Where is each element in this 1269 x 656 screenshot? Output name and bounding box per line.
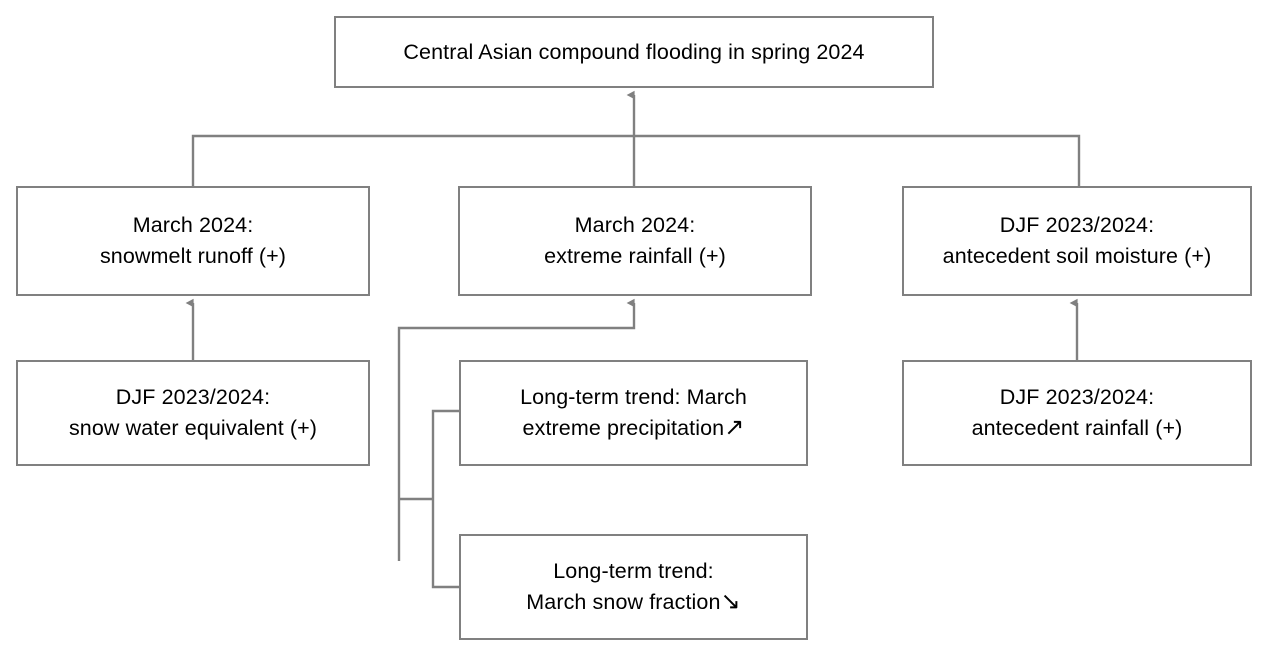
node-antecedent-rainfall-line1: DJF 2023/2024: bbox=[999, 385, 1155, 410]
node-extreme-rainfall[interactable]: March 2024: extreme rainfall (+) bbox=[458, 186, 812, 296]
node-trend-snow-fraction-line2: March snow fraction bbox=[526, 590, 721, 614]
node-snowmelt-runoff-label: March 2024: snowmelt runoff (+) bbox=[94, 210, 292, 271]
node-antecedent-rainfall-line2: antecedent rainfall (+) bbox=[971, 416, 1183, 440]
edge-bus-root bbox=[191, 90, 1081, 186]
node-antecedent-rainfall-label: DJF 2023/2024: antecedent rainfall (+) bbox=[966, 382, 1189, 443]
node-antecedent-soil-moisture-label: DJF 2023/2024: antecedent soil moisture (… bbox=[937, 210, 1218, 271]
node-antecedent-rainfall[interactable]: DJF 2023/2024: antecedent rainfall (+) bbox=[902, 360, 1252, 466]
node-snowmelt-runoff-line1: March 2024: bbox=[132, 213, 254, 238]
node-snowmelt-runoff-line2: snowmelt runoff (+) bbox=[99, 244, 287, 268]
node-snow-water-equivalent[interactable]: DJF 2023/2024: snow water equivalent (+) bbox=[16, 360, 370, 466]
node-root-label: Central Asian compound flooding in sprin… bbox=[403, 39, 865, 64]
trend-down-arrow-icon: ↘ bbox=[720, 588, 741, 615]
node-snow-water-equivalent-line1: DJF 2023/2024: bbox=[115, 385, 271, 410]
trend-up-arrow-icon: ↗ bbox=[724, 414, 745, 441]
node-antecedent-soil-moisture[interactable]: DJF 2023/2024: antecedent soil moisture (… bbox=[902, 186, 1252, 296]
node-root[interactable]: Central Asian compound flooding in sprin… bbox=[334, 16, 934, 88]
node-trend-precip-line2: extreme precipitation bbox=[522, 416, 725, 440]
node-trend-precip-line1: Long-term trend: March bbox=[520, 385, 747, 410]
node-antecedent-soil-moisture-line2: antecedent soil moisture (+) bbox=[942, 244, 1212, 268]
node-long-term-trend-extreme-precipitation[interactable]: Long-term trend: March extreme precipitat… bbox=[459, 360, 808, 466]
node-extreme-rainfall-line2: extreme rainfall (+) bbox=[544, 244, 726, 268]
node-antecedent-soil-moisture-line1: DJF 2023/2024: bbox=[999, 213, 1155, 238]
node-snow-water-equivalent-label: DJF 2023/2024: snow water equivalent (+) bbox=[63, 382, 323, 443]
edge-trend-bracket bbox=[431, 409, 459, 589]
node-extreme-rainfall-line1: March 2024: bbox=[574, 213, 696, 238]
node-trend-precip-label: Long-term trend: March extreme precipitat… bbox=[514, 382, 753, 443]
node-extreme-rainfall-label: March 2024: extreme rainfall (+) bbox=[538, 210, 732, 271]
node-snow-water-equivalent-line2: snow water equivalent (+) bbox=[68, 416, 318, 440]
node-snowmelt-runoff[interactable]: March 2024: snowmelt runoff (+) bbox=[16, 186, 370, 296]
node-trend-snow-fraction-label: Long-term trend: March snow fraction↘ bbox=[520, 556, 747, 617]
node-trend-snow-fraction-line1: Long-term trend: bbox=[553, 559, 714, 584]
node-long-term-trend-snow-fraction[interactable]: Long-term trend: March snow fraction↘ bbox=[459, 534, 808, 640]
